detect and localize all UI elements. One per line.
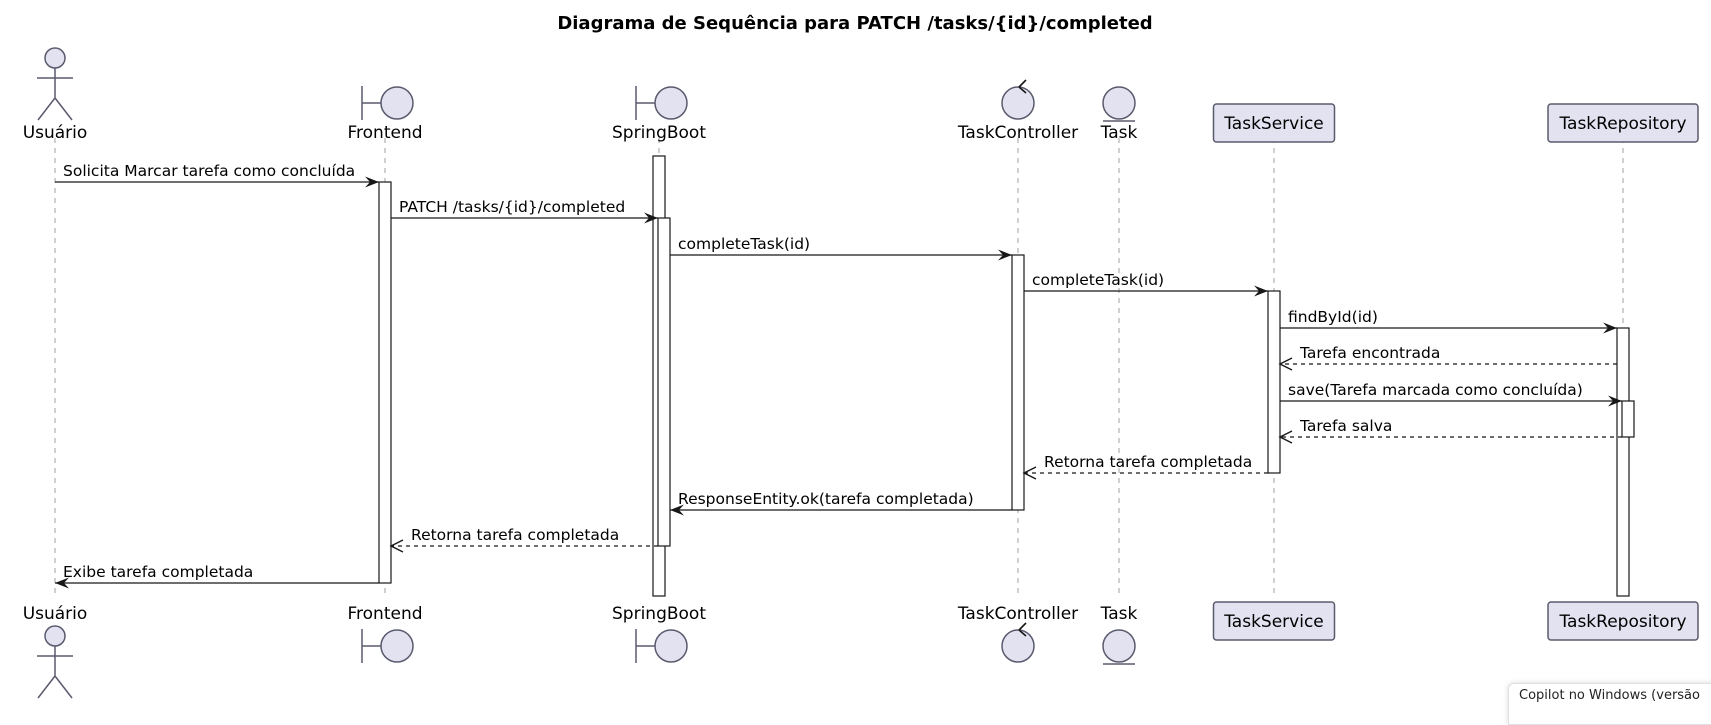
participant-taskcontroller-top: TaskController: [957, 79, 1078, 143]
message-label: Retorna tarefa completada: [411, 526, 619, 544]
message-label: Tarefa salva: [1299, 417, 1392, 435]
boundary-icon: [654, 86, 688, 120]
entity-icon: [1102, 86, 1136, 120]
participant-taskservice-bottom: TaskService: [1212, 601, 1336, 641]
message-5: findById(id): [1280, 308, 1617, 329]
participant-usuario-top: Usuário: [23, 47, 88, 143]
message-7: save(Tarefa marcada como concluída): [1280, 381, 1622, 402]
frontend-label: Frontend: [347, 123, 422, 143]
taskrepository-box: [1547, 103, 1699, 143]
usuario-label: Usuário: [23, 604, 88, 624]
taskservice-box: [1212, 601, 1336, 641]
arrowhead-icon: [1254, 285, 1268, 297]
springboot-label: SpringBoot: [612, 123, 706, 143]
boundary-bar-icon: [635, 629, 655, 663]
activation-springboot: [657, 217, 671, 547]
message-label: Exibe tarefa completada: [63, 563, 253, 581]
participant-springboot-bottom: SpringBoot: [612, 604, 706, 663]
activation-frontend: [378, 181, 392, 584]
control-arrow-icon: [1018, 79, 1027, 94]
message-label: Retorna tarefa completada: [1044, 453, 1252, 471]
participant-springboot-top: SpringBoot: [612, 86, 706, 143]
arrowhead-icon: [998, 249, 1012, 261]
message-10: ResponseEntity.ok(tarefa completada): [670, 490, 1012, 511]
diagram-title: Diagrama de Sequência para PATCH /tasks/…: [557, 13, 1152, 34]
control-icon: [1001, 86, 1035, 120]
actor-head-icon: [44, 47, 66, 69]
participant-taskrepository-top: TaskRepository: [1547, 103, 1699, 143]
task-label: Task: [1100, 123, 1138, 143]
boundary-icon: [380, 86, 414, 120]
participant-taskrepository-bottom: TaskRepository: [1547, 601, 1699, 641]
arrowhead-open-icon: [1278, 357, 1293, 371]
participant-task-top: Task: [1100, 86, 1138, 143]
participant-frontend-bottom: Frontend: [347, 604, 423, 663]
message-6: Tarefa encontrada: [1280, 344, 1617, 365]
participant-taskcontroller-bottom: TaskController: [957, 604, 1078, 663]
arrowhead-icon: [1608, 395, 1622, 407]
boundary-icon: [654, 629, 688, 663]
actor-body-icon: [37, 646, 73, 699]
sequence-diagram: Diagrama de Sequência para PATCH /tasks/…: [23, 13, 1699, 699]
activation-taskrepository: [1616, 327, 1630, 597]
taskrepository-box: [1547, 601, 1699, 641]
participant-usuario-bottom: Usuário: [23, 604, 88, 699]
message-4: completeTask(id): [1024, 271, 1268, 292]
arrowhead-icon: [365, 176, 379, 188]
actor-body-icon: [37, 68, 73, 121]
usuario-label: Usuário: [23, 123, 88, 143]
boundary-bar-icon: [361, 629, 381, 663]
taskservice-label: TaskService: [1223, 114, 1324, 134]
boundary-icon: [380, 629, 414, 663]
taskcontroller-label: TaskController: [957, 123, 1078, 143]
message-11: Retorna tarefa completada: [391, 526, 658, 547]
message-1: Solicita Marcar tarefa como concluída: [55, 162, 379, 183]
boundary-bar-icon: [635, 86, 655, 120]
participant-frontend-top: Frontend: [347, 86, 423, 143]
activation-taskservice: [1267, 290, 1281, 474]
arrowhead-icon: [55, 577, 69, 589]
boundary-bar-icon: [361, 86, 381, 120]
message-9: Retorna tarefa completada: [1024, 453, 1268, 474]
message-label: Solicita Marcar tarefa como concluída: [63, 162, 355, 180]
taskrepository-label: TaskRepository: [1558, 612, 1686, 632]
arrowhead-icon: [670, 504, 684, 516]
message-label: completeTask(id): [1032, 271, 1164, 289]
message-12: Exibe tarefa completada: [55, 563, 379, 584]
notification-text: Copilot no Windows (versão: [1519, 688, 1700, 703]
arrowhead-open-icon: [1022, 466, 1037, 480]
arrowhead-icon: [1603, 322, 1617, 334]
participant-task-bottom: Task: [1100, 604, 1138, 665]
control-icon: [1001, 629, 1035, 663]
springboot-label: SpringBoot: [612, 604, 706, 624]
message-label: PATCH /tasks/{id}/completed: [399, 198, 625, 216]
participant-taskservice-top: TaskService: [1212, 103, 1336, 143]
arrowhead-icon: [644, 212, 658, 224]
arrowhead-open-icon: [389, 539, 404, 553]
taskservice-label: TaskService: [1223, 612, 1324, 632]
task-label: Task: [1100, 604, 1138, 624]
message-2: PATCH /tasks/{id}/completed: [391, 198, 658, 219]
taskrepository-label: TaskRepository: [1558, 114, 1686, 134]
activation-taskrepository: [1621, 400, 1635, 438]
actor-head-icon: [44, 625, 66, 647]
message-label: save(Tarefa marcada como concluída): [1288, 381, 1583, 399]
activation-taskcontroller: [1011, 254, 1025, 511]
message-3: completeTask(id): [670, 235, 1012, 256]
message-label: findById(id): [1288, 308, 1378, 326]
taskservice-box: [1212, 103, 1336, 143]
entity-icon: [1102, 629, 1136, 663]
arrowhead-open-icon: [1278, 430, 1293, 444]
taskcontroller-label: TaskController: [957, 604, 1078, 624]
message-8: Tarefa salva: [1280, 417, 1622, 438]
frontend-label: Frontend: [347, 604, 422, 624]
message-label: completeTask(id): [678, 235, 810, 253]
message-label: Tarefa encontrada: [1299, 344, 1440, 362]
control-arrow-icon: [1018, 622, 1027, 637]
message-label: ResponseEntity.ok(tarefa completada): [678, 490, 974, 508]
copilot-notification[interactable]: Copilot no Windows (versão: [1508, 683, 1711, 725]
